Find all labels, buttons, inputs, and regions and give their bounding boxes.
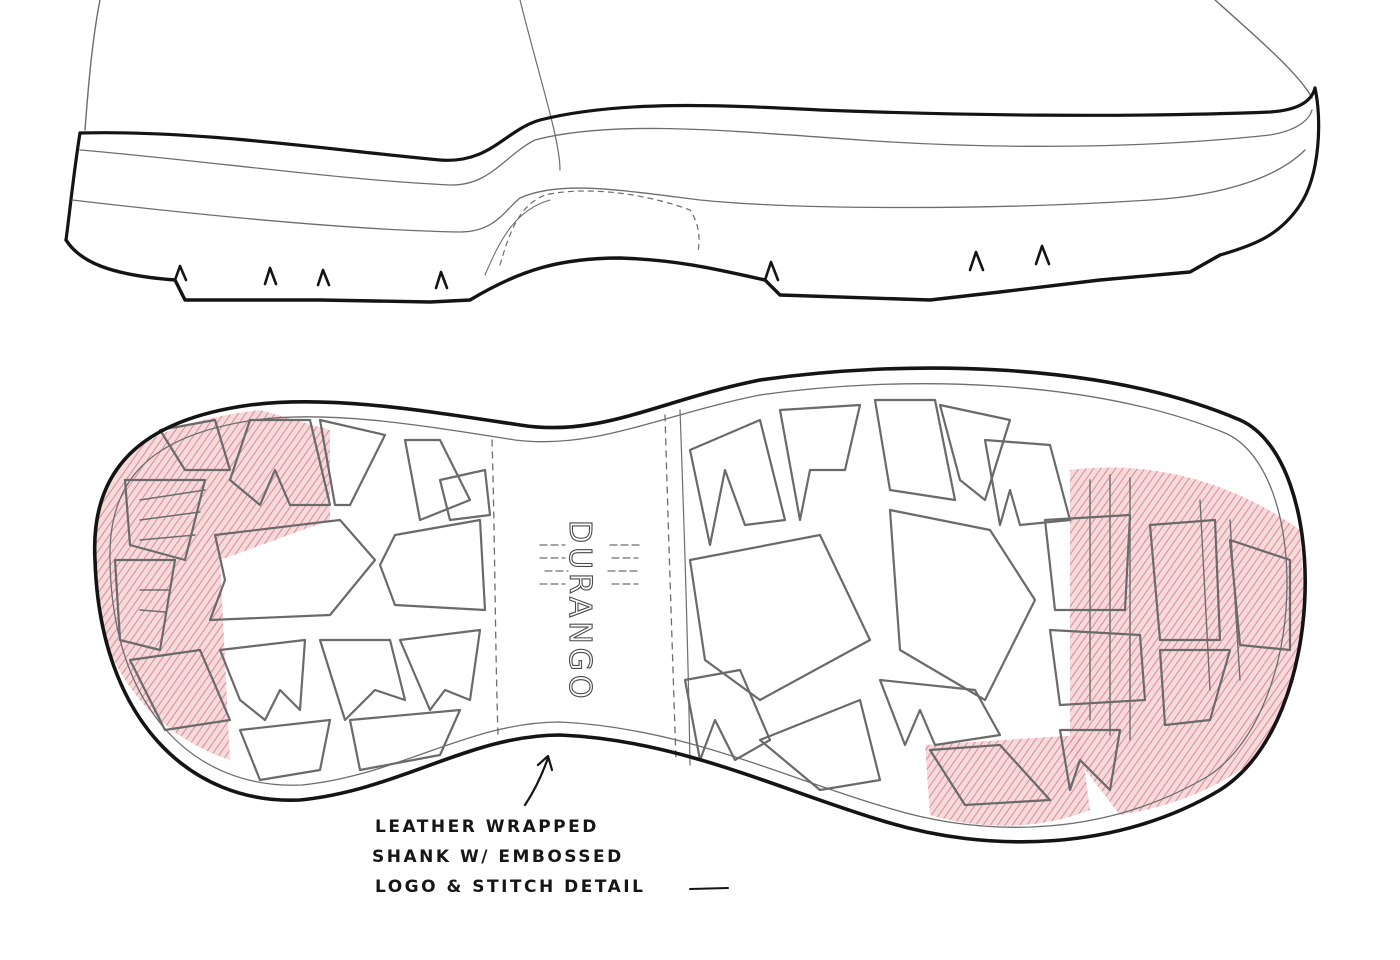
outsole-outline xyxy=(92,366,1307,844)
forefoot-tread-pattern xyxy=(683,398,1292,807)
heel-cap-outline xyxy=(64,131,82,242)
shank-stitch-left xyxy=(491,439,499,736)
annotation-line-3: LOGO & STITCH DETAIL xyxy=(375,877,645,897)
toe-shading xyxy=(1070,467,1306,815)
upper-pencil-guide xyxy=(519,0,561,171)
heel-shading xyxy=(95,410,330,760)
upper-outline xyxy=(84,0,101,131)
shank-pocket-side xyxy=(484,199,551,276)
logo-text: DURANGO xyxy=(562,520,597,703)
traction-shading xyxy=(95,410,1306,826)
midsole-line-1 xyxy=(79,109,1313,186)
annotation-line-2: SHANK W/ EMBOSSED xyxy=(372,847,624,867)
upper-outline-toe xyxy=(1214,0,1313,99)
shank-edge-right xyxy=(679,409,691,766)
tread-lugs-side xyxy=(173,244,1051,290)
outsole-bottom-view: DURANGO xyxy=(92,366,1307,844)
heel-tread-pattern xyxy=(113,418,492,782)
shank-region: DURANGO xyxy=(491,409,691,766)
shank-stitch-side xyxy=(499,190,700,266)
annotation-arrow xyxy=(523,754,554,807)
midsole-top-edge xyxy=(78,86,1317,162)
annotation-line-1: LEATHER WRAPPED xyxy=(375,817,599,837)
embossed-logo: DURANGO xyxy=(561,519,597,703)
toe-cap-outline xyxy=(1218,86,1321,257)
outsole-pencil-guide xyxy=(109,383,1288,828)
side-profile-view xyxy=(64,0,1321,304)
shank-stitch-right xyxy=(664,414,677,761)
forefoot-shading xyxy=(925,735,1090,826)
midsole-line-2 xyxy=(71,149,1306,233)
outsole-bottom-edge xyxy=(64,238,1222,304)
annotation: LEATHER WRAPPED SHANK W/ EMBOSSED LOGO &… xyxy=(372,754,729,897)
annotation-underline xyxy=(689,887,729,890)
logo-stitch-marks xyxy=(539,544,641,585)
